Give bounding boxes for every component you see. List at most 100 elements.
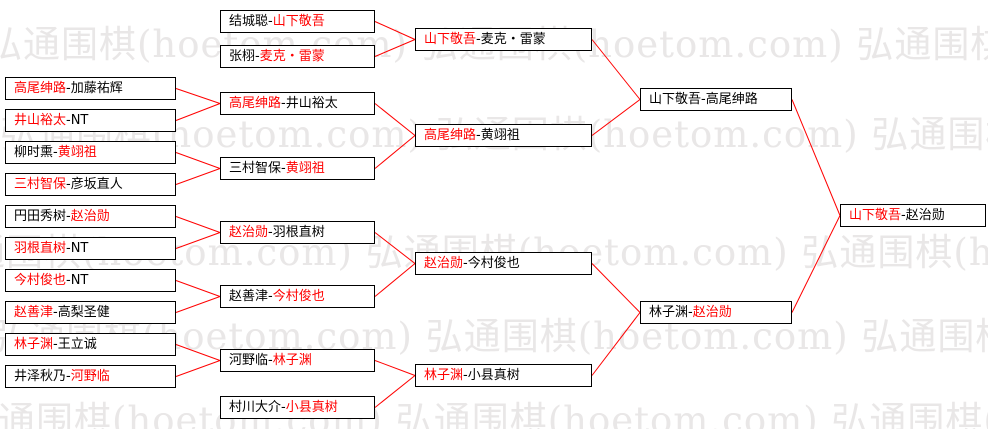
winner-name: 河野临 bbox=[70, 369, 110, 384]
winner-name: 高尾绅路 bbox=[229, 96, 282, 111]
bracket-line bbox=[374, 39, 416, 57]
winner-name: 今村俊也 bbox=[272, 289, 325, 304]
bracket-line bbox=[175, 88, 221, 104]
bracket-line bbox=[175, 216, 221, 233]
match-box-r1m4: 三村智保-彦坂直人 bbox=[5, 173, 176, 196]
winner-name: 赵善津 bbox=[14, 305, 54, 320]
winner-name: 林子渊 bbox=[272, 353, 312, 368]
winner-name: 今村俊也 bbox=[14, 273, 67, 288]
player-name: -小县真树 bbox=[463, 368, 520, 383]
bracket-line bbox=[175, 232, 221, 249]
player-name: -加藤祐辉 bbox=[66, 81, 123, 96]
match-box-r3m4: 林子渊-小县真树 bbox=[415, 364, 592, 387]
player-name: 村川大介- bbox=[229, 400, 286, 415]
winner-name: 山下敬吾 bbox=[849, 208, 902, 223]
player-name: 円田秀树- bbox=[14, 209, 71, 224]
player-name: -高梨圣健 bbox=[53, 305, 110, 320]
match-box-r3m3: 赵治勋-今村俊也 bbox=[415, 252, 592, 275]
match-box-r2m2: 张栩-麦克・雷蒙 bbox=[220, 45, 375, 68]
winner-name: 赵治勋 bbox=[229, 225, 269, 240]
match-box-r2m6: 赵善津-今村俊也 bbox=[220, 285, 375, 308]
bracket-line bbox=[374, 103, 416, 136]
player-name: -麦克・雷蒙 bbox=[476, 32, 546, 47]
match-box-r2m3: 高尾绅路-井山裕太 bbox=[220, 92, 375, 115]
match-box-r1m10: 井泽秋乃-河野临 bbox=[5, 365, 176, 388]
bracket-line bbox=[175, 296, 221, 313]
winner-name: 山下敬吾 bbox=[272, 14, 325, 29]
player-name: -井山裕太 bbox=[281, 96, 338, 111]
match-box-r2m8: 村川大介-小县真树 bbox=[220, 396, 375, 419]
player-name: -黄翊祖 bbox=[476, 128, 520, 143]
player-name: 山下敬吾-高尾绅路 bbox=[649, 92, 758, 107]
player-name: -羽根直树 bbox=[268, 225, 325, 240]
winner-name: 黄翊祖 bbox=[285, 161, 325, 176]
bracket-line bbox=[591, 39, 641, 100]
winner-name: 高尾绅路 bbox=[424, 128, 477, 143]
bracket-line bbox=[175, 344, 221, 361]
match-box-r1m7: 今村俊也-NT bbox=[5, 269, 176, 292]
player-name: 河野临- bbox=[229, 353, 273, 368]
bracket-line bbox=[791, 99, 841, 216]
bracket-line bbox=[591, 263, 641, 313]
player-name: 赵善津- bbox=[229, 289, 273, 304]
winner-name: 三村智保 bbox=[14, 177, 67, 192]
player-name: 结城聪- bbox=[229, 14, 273, 29]
winner-name: 赵治勋 bbox=[692, 305, 732, 320]
match-box-r2m7: 河野临-林子渊 bbox=[220, 349, 375, 372]
bracket-line bbox=[591, 99, 641, 136]
bracket-line bbox=[175, 280, 221, 297]
winner-name: 羽根直树 bbox=[14, 241, 67, 256]
bracket-line bbox=[175, 168, 221, 185]
bracket-line bbox=[791, 215, 841, 313]
match-box-r2m1: 结城聪-山下敬吾 bbox=[220, 10, 375, 33]
winner-name: 井山裕太 bbox=[14, 113, 67, 128]
match-box-r1m1: 高尾绅路-加藤祐辉 bbox=[5, 77, 176, 100]
player-name: 井泽秋乃- bbox=[14, 369, 71, 384]
winner-name: 林子渊 bbox=[14, 337, 54, 352]
watermark-text: 弘通围棋(hoetom.com) 弘通围棋(hoetom.com) 弘通围棋(h… bbox=[0, 399, 988, 429]
bracket-line bbox=[374, 21, 416, 40]
player-name: 三村智保- bbox=[229, 161, 286, 176]
match-box-r3m2: 高尾绅路-黄翊祖 bbox=[415, 124, 592, 147]
bracket-line bbox=[374, 232, 416, 264]
match-box-r1m5: 円田秀树-赵治勋 bbox=[5, 205, 176, 228]
match-box-r1m3: 柳时熏-黄翊祖 bbox=[5, 141, 176, 164]
bracket-line bbox=[374, 135, 416, 169]
player-name: -赵治勋 bbox=[901, 208, 945, 223]
winner-name: 赵治勋 bbox=[70, 209, 110, 224]
winner-name: 山下敬吾 bbox=[424, 32, 477, 47]
winner-name: 高尾绅路 bbox=[14, 81, 67, 96]
match-box-r2m5: 赵治勋-羽根直树 bbox=[220, 221, 375, 244]
player-name: 张栩- bbox=[229, 49, 260, 64]
player-name: -今村俊也 bbox=[463, 256, 520, 271]
match-box-r1m9: 林子渊-王立诚 bbox=[5, 333, 176, 356]
bracket-line bbox=[374, 360, 416, 376]
bracket-line bbox=[175, 152, 221, 169]
bracket-line bbox=[591, 312, 641, 376]
player-name: -NT bbox=[66, 113, 89, 128]
match-box-r3m1: 山下敬吾-麦克・雷蒙 bbox=[415, 28, 592, 51]
match-box-r1m6: 羽根直树-NT bbox=[5, 237, 176, 260]
bracket-line bbox=[374, 263, 416, 297]
player-name: -彦坂直人 bbox=[66, 177, 123, 192]
match-box-r2m4: 三村智保-黄翊祖 bbox=[220, 157, 375, 180]
match-box-r4m2: 林子渊-赵治勋 bbox=[640, 301, 792, 324]
match-box-r5m1: 山下敬吾-赵治勋 bbox=[840, 204, 986, 227]
winner-name: 麦克・雷蒙 bbox=[259, 49, 325, 64]
player-name: -NT bbox=[66, 241, 89, 256]
match-box-r1m2: 井山裕太-NT bbox=[5, 109, 176, 132]
winner-name: 林子渊 bbox=[424, 368, 464, 383]
player-name: 柳时熏- bbox=[14, 145, 58, 160]
bracket-line bbox=[175, 103, 221, 121]
player-name: -王立诚 bbox=[53, 337, 97, 352]
match-box-r4m1: 山下敬吾-高尾绅路 bbox=[640, 88, 792, 111]
player-name: 林子渊- bbox=[649, 305, 693, 320]
bracket-line bbox=[175, 360, 221, 377]
match-box-r1m8: 赵善津-高梨圣健 bbox=[5, 301, 176, 324]
winner-name: 小县真树 bbox=[285, 400, 338, 415]
bracket-line bbox=[374, 375, 416, 408]
player-name: -NT bbox=[66, 273, 89, 288]
winner-name: 黄翊祖 bbox=[57, 145, 97, 160]
